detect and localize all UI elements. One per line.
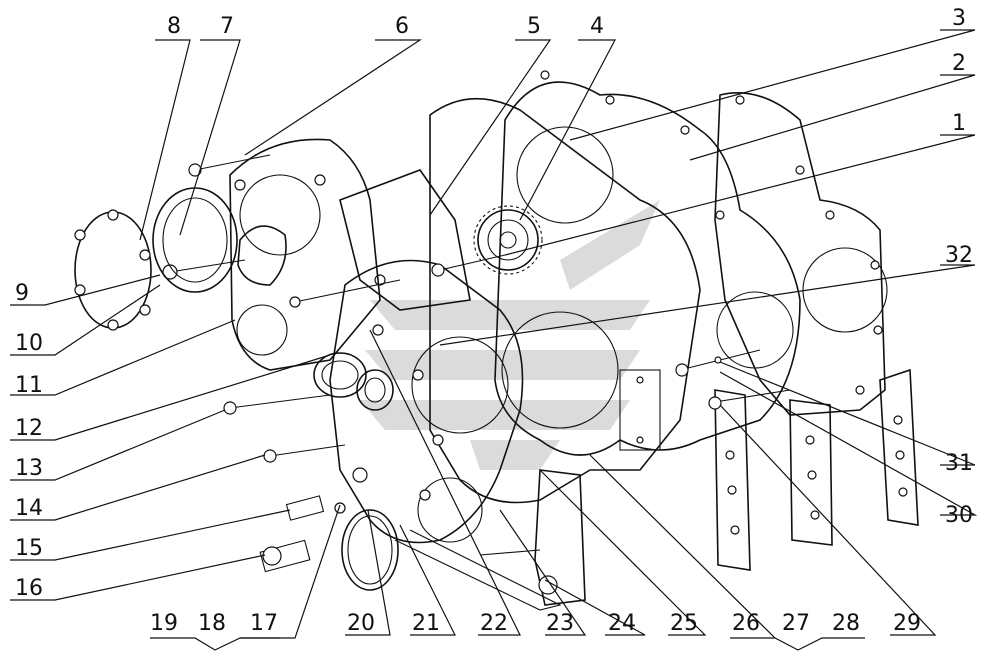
rear-gasket-plate <box>714 92 888 416</box>
mounting-brackets <box>714 368 919 571</box>
callout-14: 14 <box>15 496 43 521</box>
callout-8: 8 <box>167 14 181 39</box>
callout-17: 17 <box>250 611 278 636</box>
callout-27: 27 <box>782 611 810 636</box>
callout-23: 23 <box>546 611 574 636</box>
callout-10: 10 <box>15 331 43 356</box>
callout-29: 29 <box>893 611 921 636</box>
callout-16: 16 <box>15 576 43 601</box>
callout-22: 22 <box>480 611 508 636</box>
pump-cover <box>74 209 152 331</box>
callout-31: 31 <box>945 451 973 476</box>
pump-housing <box>229 138 381 371</box>
callout-7: 7 <box>220 14 234 39</box>
callout-11: 11 <box>15 373 43 398</box>
belt <box>394 529 562 611</box>
callout-13: 13 <box>15 456 43 481</box>
callout-19: 19 <box>150 611 178 636</box>
leader-lines <box>10 29 978 651</box>
callout-12: 12 <box>15 416 43 441</box>
timing-gear-housing <box>429 97 701 504</box>
callout-21: 21 <box>412 611 440 636</box>
callout-18: 18 <box>198 611 226 636</box>
callout-26: 26 <box>732 611 760 636</box>
callout-4: 4 <box>590 14 604 39</box>
callout-28: 28 <box>832 611 860 636</box>
callout-25: 25 <box>670 611 698 636</box>
mid-gasket <box>494 70 801 456</box>
lower-bracket <box>479 469 586 606</box>
callout-32: 32 <box>945 243 973 268</box>
watermark-logo <box>360 200 660 470</box>
bolts <box>188 154 791 463</box>
callout-20: 20 <box>347 611 375 636</box>
hose-clamp <box>341 509 399 591</box>
callout-24: 24 <box>608 611 636 636</box>
callout-15: 15 <box>15 536 43 561</box>
callout-2: 2 <box>952 51 966 76</box>
callout-1: 1 <box>952 111 966 136</box>
front-cover <box>329 259 524 544</box>
callout-6: 6 <box>395 14 409 39</box>
callout-5: 5 <box>527 14 541 39</box>
idler-gear <box>473 205 543 275</box>
fittings <box>259 467 368 573</box>
callout-3: 3 <box>952 6 966 31</box>
pump-gasket <box>152 187 238 293</box>
oil-seal <box>313 352 394 411</box>
callout-labels: 8 7 6 5 4 3 2 1 32 9 10 11 12 13 14 15 1… <box>15 6 973 636</box>
callout-9: 9 <box>15 281 29 306</box>
callout-30: 30 <box>945 503 973 528</box>
